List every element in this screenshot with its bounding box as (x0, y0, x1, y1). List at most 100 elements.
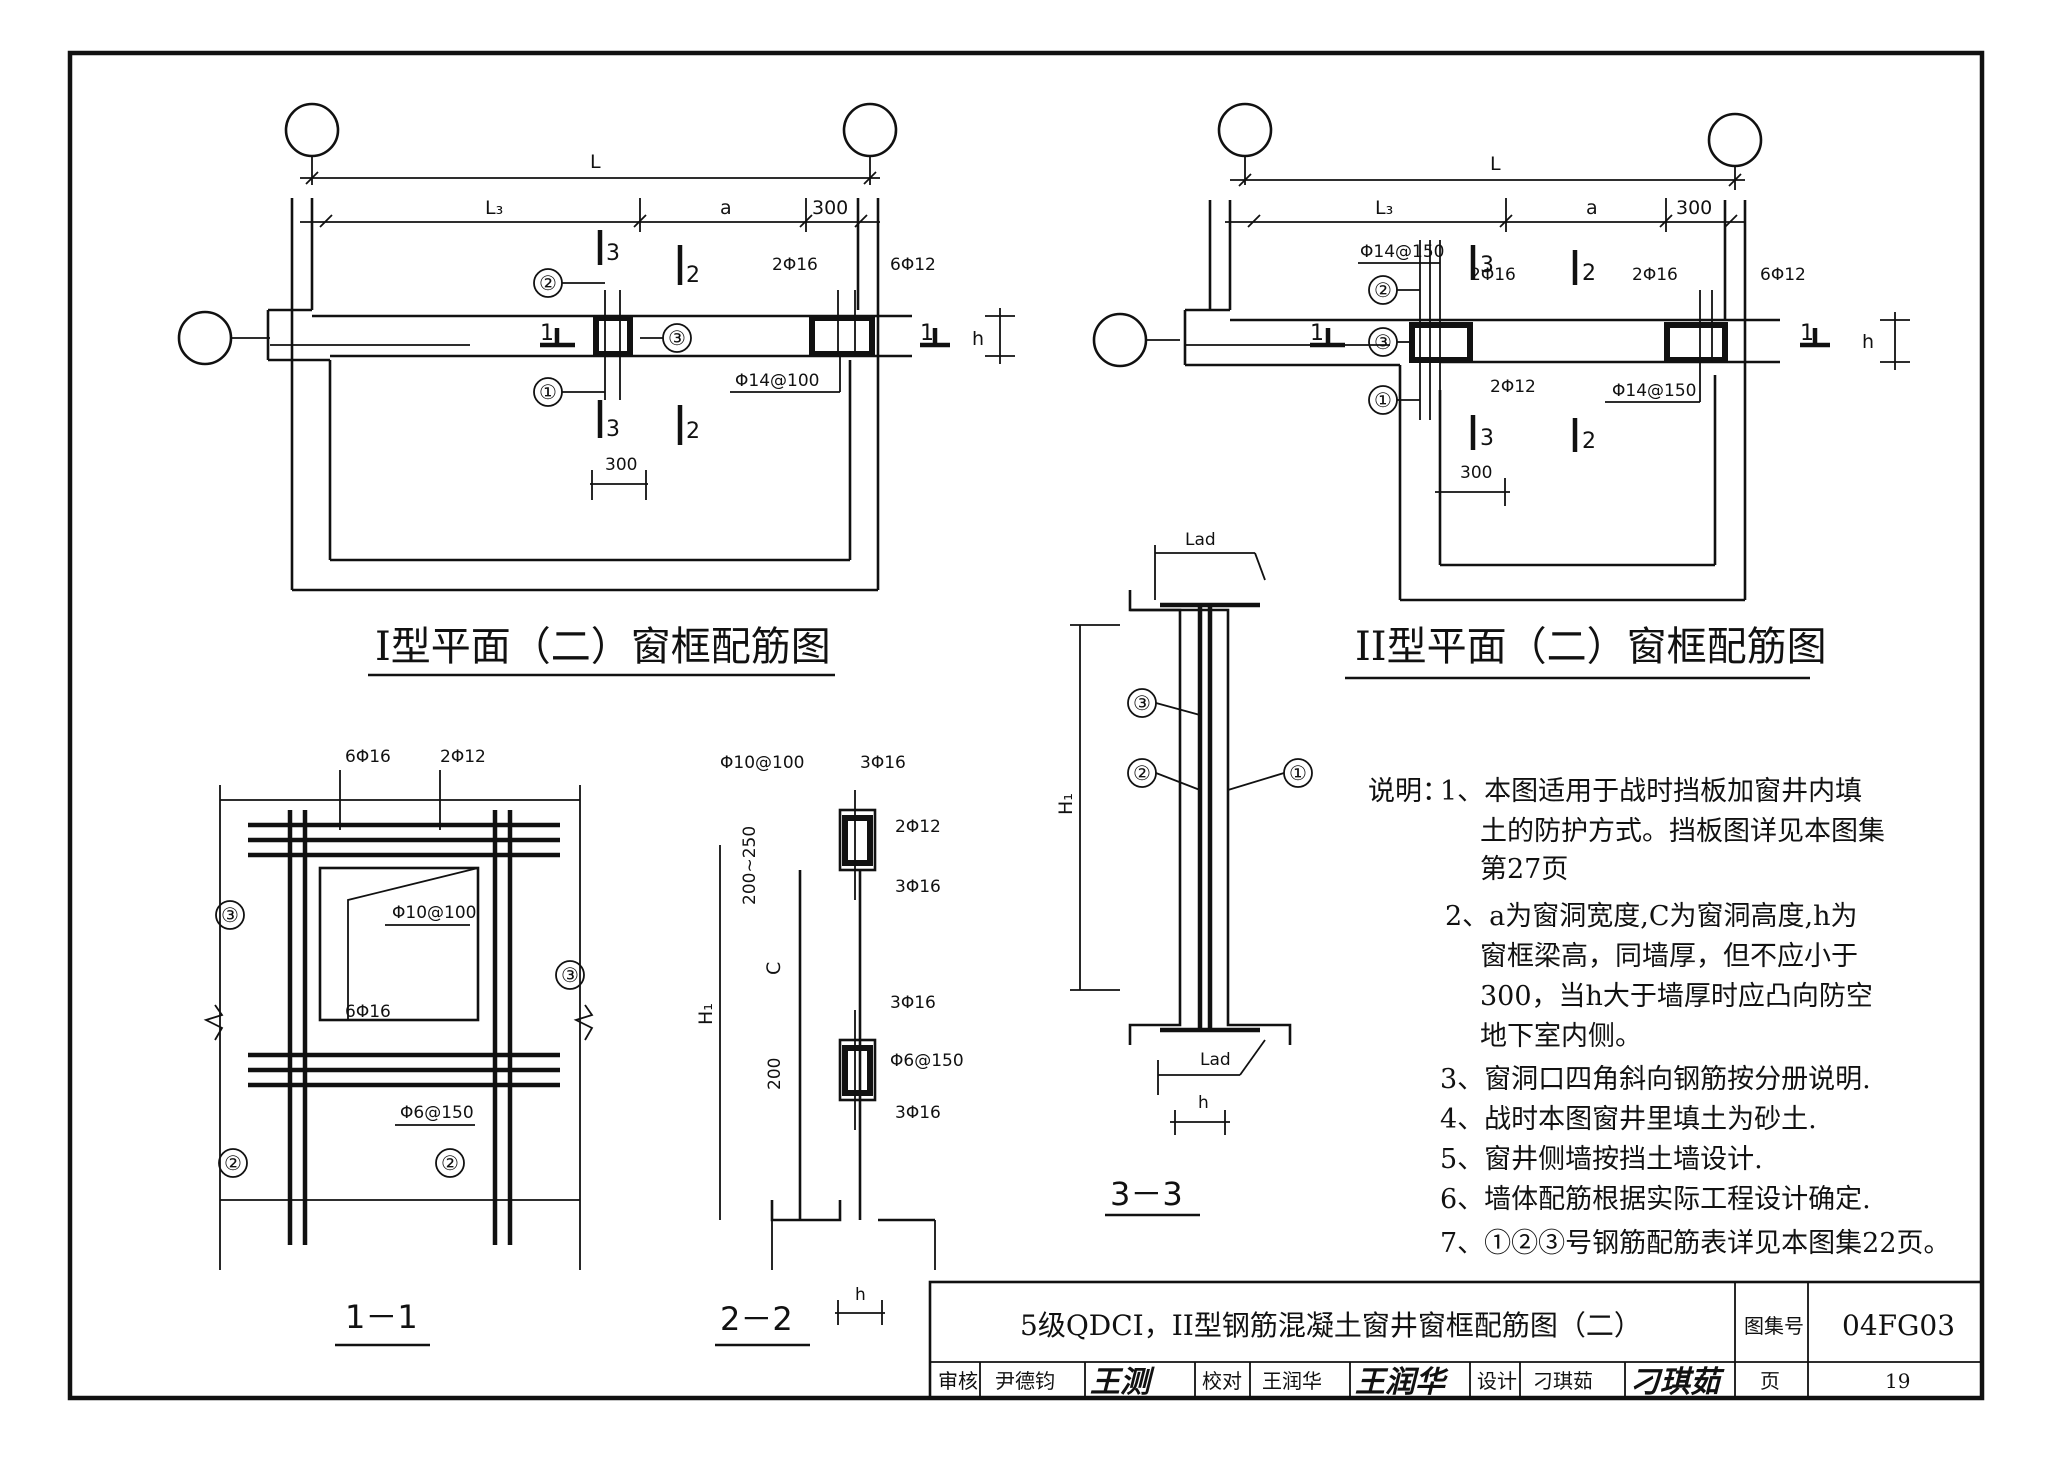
rebar-phi6-150: Φ6@150 (400, 1103, 474, 1123)
section-1-1-title: 1－1 (345, 1298, 418, 1336)
mark-1: ① (1374, 388, 1392, 412)
plan-I-title: I型平面（二）窗框配筋图 (375, 624, 831, 670)
section-3-3-title: 3－3 (1110, 1175, 1183, 1213)
plan-II-title: II型平面（二）窗框配筋图 (1355, 624, 1827, 670)
sec2-top: 2 (686, 263, 700, 288)
note-line-2: 土的防护方式。挡板图详见本图集 (1480, 816, 1885, 847)
note-line-11: 6、墙体配筋根据实际工程设计确定. (1440, 1184, 1871, 1215)
atlas-number: 04FG03 (1842, 1309, 1955, 1342)
section-3-3: Lad Lad h H₁ ③ ② ① 3－3 (1055, 530, 1313, 1217)
rebar-6phi12: 6Φ12 (1760, 265, 1806, 285)
dim-L3: L₃ (485, 197, 503, 219)
rebar-2phi12: 2Φ12 (895, 817, 941, 837)
dim-lad-bottom: Lad (1200, 1050, 1231, 1070)
rebar-phi14-100: Φ14@100 (735, 371, 819, 391)
note-line-1: 1、本图适用于战时挡板加窗井内填 (1440, 776, 1862, 807)
dim-lad-top: Lad (1185, 530, 1216, 550)
sec1-left: 1 (540, 321, 554, 346)
rebar-6phi16-top: 6Φ16 (345, 747, 391, 767)
note-line-12: 7、①②③号钢筋配筋表详见本图集22页。 (1440, 1228, 1951, 1259)
mark-2: ② (1133, 761, 1151, 785)
reviewer-signature: 王测 (1090, 1365, 1155, 1400)
dim-L3: L₃ (1375, 197, 1393, 219)
rebar-phi14-150-bottom: Φ14@150 (1612, 381, 1696, 401)
checker: 王润华 (1262, 1369, 1322, 1393)
rebar-3phi16-a: 3Φ16 (895, 877, 941, 897)
dim-C: C (763, 962, 785, 975)
sec1-right: 1 (920, 321, 934, 346)
page-label: 页 (1760, 1369, 1780, 1393)
sec3-top: 3 (606, 241, 620, 266)
note-line-6: 300，当h大于墙厚时应凸向防空 (1480, 981, 1873, 1012)
dim-200-250: 200~250 (740, 826, 760, 905)
drawing-title: 5级QDCI，II型钢筋混凝土窗井窗框配筋图（二） (1020, 1309, 1642, 1342)
sec3-bottom: 3 (606, 417, 620, 442)
plan-II: L L₃ a 300 3 2 (1092, 102, 1910, 680)
dim-300: 300 (812, 197, 848, 219)
rebar-2phi12: 2Φ12 (440, 747, 486, 767)
rebar-3phi16-b: 3Φ16 (890, 993, 936, 1013)
rebar-2phi16-left: 2Φ16 (1470, 265, 1516, 285)
section-1-1: 6Φ16 2Φ12 Φ10@100 6Φ16 Φ6@150 ③ ③ ② ② 1－… (203, 747, 594, 1347)
rebar-2phi12: 2Φ12 (1490, 377, 1536, 397)
note-line-7: 地下室内侧。 (1480, 1021, 1642, 1052)
dim-200: 200 (765, 1058, 785, 1090)
dim-a: a (720, 197, 732, 219)
rebar-phi10-100: Φ10@100 (720, 753, 804, 773)
dim-a: a (1586, 197, 1598, 219)
sec3-bottom: 3 (1480, 426, 1494, 451)
mark-2-right: ② (441, 1151, 459, 1175)
rebar-2phi16-right: 2Φ16 (1632, 265, 1678, 285)
section-2-2-title: 2－2 (720, 1300, 793, 1338)
dim-300-bottom: 300 (605, 455, 637, 475)
rebar-6phi12: 6Φ12 (890, 255, 936, 275)
sec3-top: 3 (1480, 253, 1494, 278)
mark-2: ② (539, 271, 557, 295)
plan-I: L L₃ a 300 3 (177, 102, 1015, 677)
note-line-3: 第27页 (1480, 854, 1568, 885)
sec1-right: 1 (1800, 321, 1814, 346)
mark-3-left: ③ (221, 903, 239, 927)
mark-2-left: ② (224, 1151, 242, 1175)
axis-circle-side (177, 310, 233, 366)
rebar-3phi16-top: 3Φ16 (860, 753, 906, 773)
dim-h: h (972, 328, 984, 350)
sec2-bottom: 2 (1582, 429, 1596, 454)
note-line-4: 2、a为窗洞宽度,C为窗洞高度,h为 (1445, 901, 1858, 932)
rebar-6phi16-bottom: 6Φ16 (345, 1002, 391, 1022)
mark-1: ① (539, 380, 557, 404)
designer-signature: 刁琪茹 (1630, 1365, 1725, 1400)
title-block: 5级QDCI，II型钢筋混凝土窗井窗框配筋图（二） 图集号 04FG03 审核 … (928, 1280, 1984, 1400)
dim-H1: H₁ (695, 1003, 717, 1025)
mark-3: ③ (1133, 691, 1151, 715)
dim-h: h (1862, 331, 1874, 353)
rebar-phi14-150-top: Φ14@150 (1360, 242, 1444, 262)
rebar-phi6-150: Φ6@150 (890, 1051, 964, 1071)
mark-3: ③ (1374, 330, 1392, 354)
dim-H1: H₁ (1055, 793, 1077, 815)
rebar-2phi16: 2Φ16 (772, 255, 818, 275)
mark-1: ① (1289, 761, 1307, 785)
mark-3: ③ (668, 326, 686, 350)
axis-circle-left (284, 102, 340, 158)
designer: 刁琪茹 (1533, 1369, 1593, 1393)
notes-head: 说明： (1368, 776, 1449, 807)
design-label: 设计 (1477, 1369, 1517, 1393)
check-label: 校对 (1202, 1369, 1242, 1393)
dim-L: L (1490, 153, 1501, 175)
dim-L: L (590, 151, 601, 173)
atlas-label: 图集号 (1744, 1314, 1804, 1338)
notes: 说明： 1、本图适用于战时挡板加窗井内填 土的防护方式。挡板图详见本图集 第27… (1368, 776, 1951, 1259)
dim-h: h (855, 1285, 866, 1305)
column-left (593, 315, 633, 357)
axis-circle-right (842, 102, 898, 158)
checker-signature: 王润华 (1355, 1365, 1449, 1400)
column-right (809, 315, 875, 357)
window-opening (318, 866, 480, 1022)
note-line-9: 4、战时本图窗井里填土为砂土. (1440, 1104, 1817, 1135)
sec2-top: 2 (1582, 261, 1596, 286)
page-number: 19 (1885, 1369, 1910, 1393)
dim-300-bottom: 300 (1460, 463, 1492, 483)
